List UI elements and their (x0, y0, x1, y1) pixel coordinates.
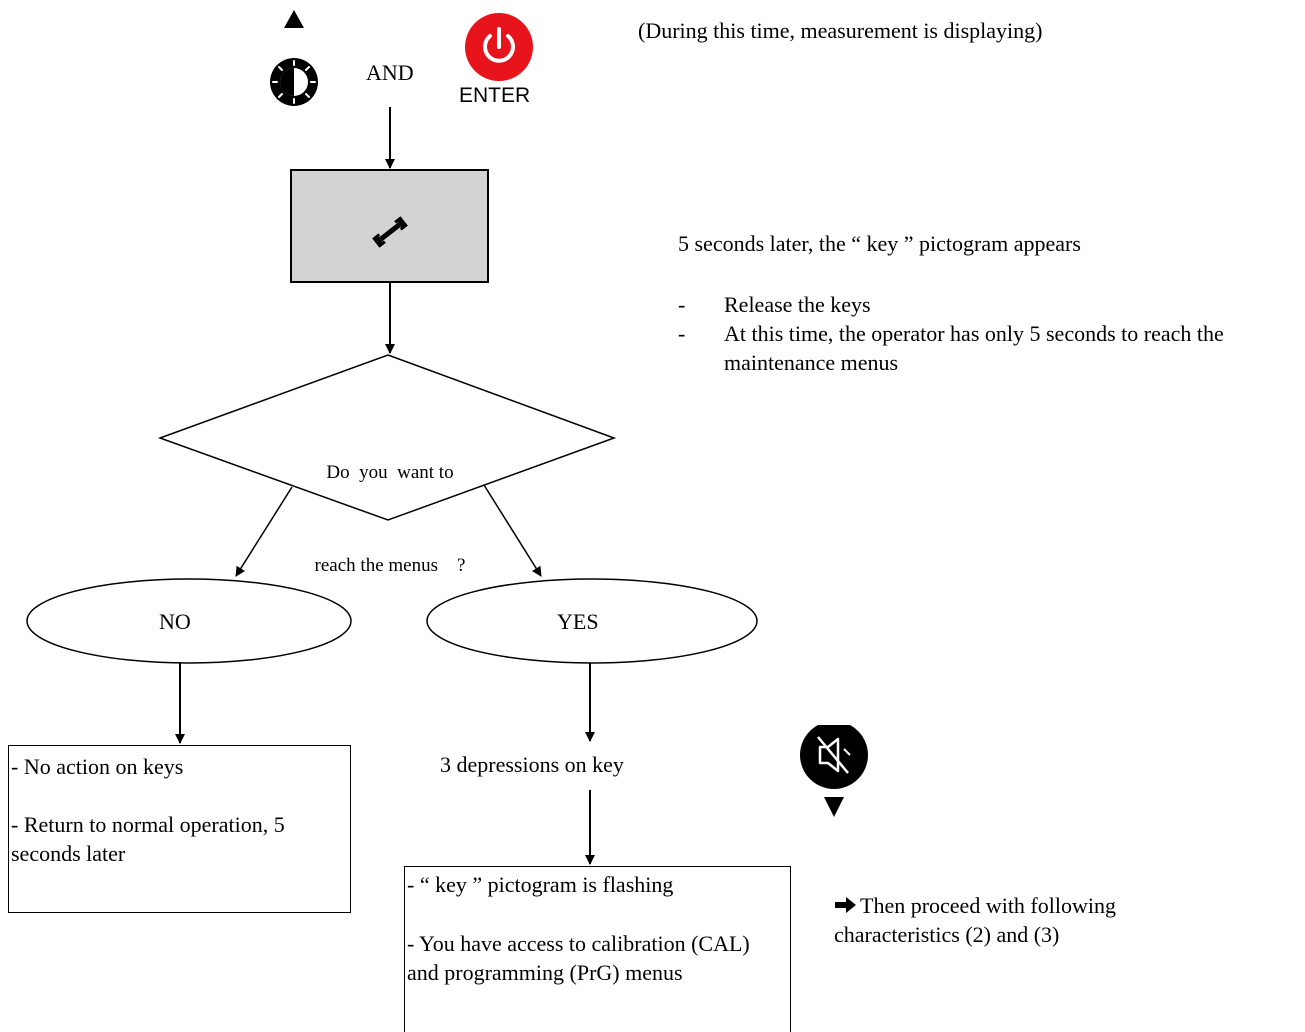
no-ellipse (26, 578, 352, 664)
and-label: AND (366, 60, 414, 85)
right-arrow-icon (834, 892, 860, 913)
measurement-note: (During this time, measurement is displa… (638, 18, 1043, 43)
arrow-to-no (235, 486, 293, 577)
enter-label: ENTER (459, 84, 531, 107)
depressions-step: 3 depressions on key (440, 752, 624, 777)
power-icon (465, 13, 533, 81)
wrench-icon (370, 214, 410, 250)
brightness-icon (270, 10, 318, 106)
list-item: - Release the keys (678, 292, 871, 317)
arrow-to-yes (483, 484, 542, 577)
list-item-text: At this time, the operator has only 5 se… (724, 321, 1224, 375)
list-item: - At this time, the operator has only 5 … (678, 321, 1224, 375)
decision-text: Do you want to reach the menus ? (260, 395, 520, 612)
yes-label: YES (557, 609, 599, 634)
yes-box-line-2: - You have access to calibration (CAL) a… (407, 931, 750, 985)
yes-ellipse (426, 578, 758, 664)
no-result-box: - No action on keys - Return to normal o… (8, 745, 351, 913)
no-label: NO (159, 609, 191, 634)
mute-key[interactable] (798, 721, 872, 825)
decision-diamond (157, 354, 617, 521)
no-box-line-2: - Return to normal operation, 5 seconds … (11, 812, 285, 866)
decision-line-2: reach the menus ? (314, 555, 466, 576)
mute-icon (800, 721, 868, 817)
yes-box-line-1: - “ key ” pictogram is flashing (407, 872, 674, 897)
decision-line-1: Do you want to (326, 462, 454, 483)
right-notes-list: - Release the keys - At this time, the o… (678, 290, 1303, 377)
list-item-text: Release the keys (724, 292, 871, 317)
no-box-line-1: - No action on keys (11, 754, 184, 779)
enter-key[interactable]: ENTER (459, 12, 539, 108)
up-key[interactable] (268, 10, 344, 110)
proceed-text: Then proceed with following characterist… (834, 893, 1116, 947)
yes-result-box: - “ key ” pictogram is flashing - You ha… (404, 866, 791, 1032)
key-appears-note: 5 seconds later, the “ key ” pictogram a… (678, 231, 1081, 256)
proceed-note: Then proceed with following characterist… (834, 891, 1134, 949)
